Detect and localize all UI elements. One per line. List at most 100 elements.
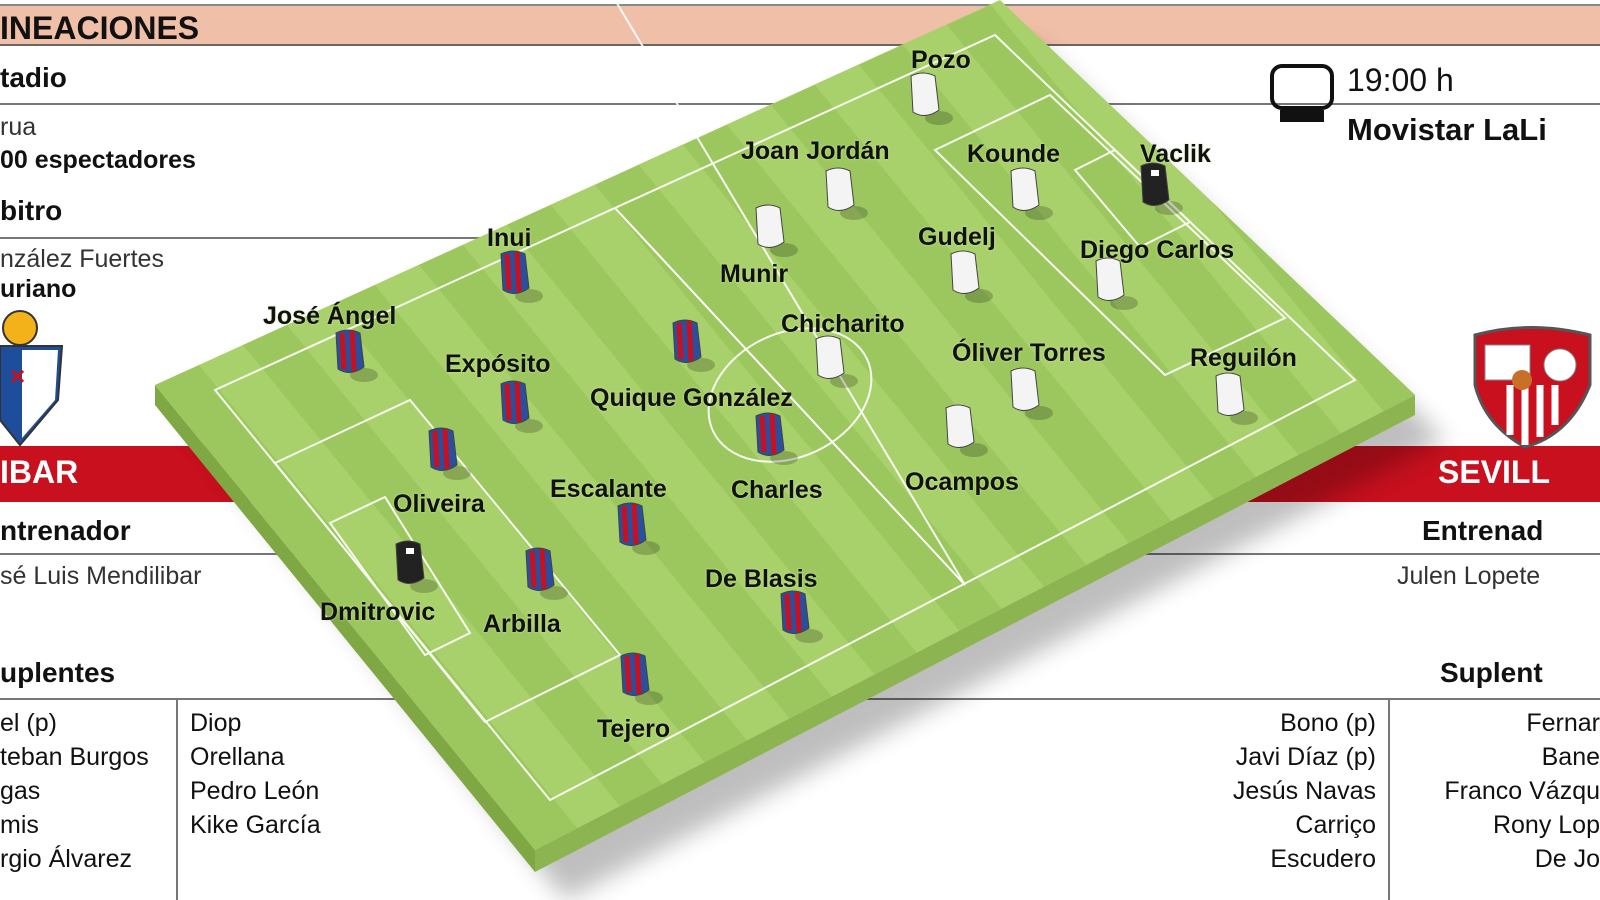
pitch-stripe — [331, 285, 755, 770]
referee-college: uriano — [0, 275, 77, 303]
player-name: Escalante — [550, 475, 667, 503]
player-name: Vaclik — [1140, 140, 1211, 168]
player-shirt-icon — [1135, 160, 1185, 221]
section-header: INEACIONES — [0, 4, 1600, 46]
eibar-crest: × — [0, 310, 64, 447]
sub-player: Javi Díaz (p) — [1235, 743, 1376, 771]
pitch-stripe — [947, 5, 1371, 490]
sub-player: Jesús Navas — [1232, 777, 1376, 805]
player-name: Expósito — [445, 350, 551, 378]
player-shirt-icon — [667, 317, 717, 378]
player-shirt-icon — [775, 588, 825, 649]
home-subs-col2: Diop Orellana Pedro León Kike García — [190, 706, 321, 842]
player-name: Oliveira — [393, 490, 485, 518]
player-name: Arbilla — [483, 610, 561, 638]
pitch-stripe — [507, 205, 931, 690]
sub-player: Franco Vázqu — [1444, 777, 1600, 805]
tv-icon — [1270, 64, 1334, 124]
player-name: Inui — [487, 224, 532, 252]
pitch-stripe — [155, 365, 579, 850]
player-shirt-icon — [810, 333, 860, 394]
away-subs-col2: Fernar Bane Franco Vázqu Rony Lop De Jo — [1444, 706, 1600, 876]
sevilla-crest — [1473, 326, 1592, 449]
away-coach-label: Entrenad — [1422, 515, 1544, 546]
sub-player: Carriço — [1295, 811, 1376, 839]
player-shirt-icon — [495, 378, 545, 439]
home-subs-col1: el (p) teban Burgos gas mis rgio Álvarez — [0, 706, 149, 876]
sub-player: Orellana — [190, 743, 285, 771]
player-name: Pozo — [911, 46, 971, 74]
player-name: De Blasis — [705, 565, 818, 593]
player-name: Quique González — [590, 384, 793, 412]
player-name: Munir — [720, 260, 789, 288]
pitch-stripe — [683, 125, 1107, 610]
player-name: Charles — [731, 476, 823, 504]
sub-player: Bono (p) — [1280, 709, 1376, 737]
player-shirt-icon — [390, 538, 440, 599]
pitch-stripe — [243, 325, 667, 810]
player-shirt-icon — [330, 327, 380, 388]
player-name: Reguilón — [1190, 344, 1297, 372]
away-team-name: SEVILL — [1438, 454, 1551, 490]
player-name: Gudelj — [918, 223, 996, 251]
sub-player: Diop — [190, 709, 242, 737]
referee-label: bitro — [0, 195, 63, 226]
sub-player: teban Burgos — [0, 743, 149, 771]
player-name: Diego Carlos — [1080, 236, 1235, 264]
header-title: INEACIONES — [0, 10, 200, 46]
player-shirt-icon — [615, 650, 665, 711]
sub-player: mis — [0, 811, 39, 839]
sub-player: Pedro León — [190, 777, 320, 805]
referee-name: nzález Fuertes — [0, 245, 164, 273]
player-name: José Ángel — [263, 302, 397, 330]
player-name: Dmitrovic — [320, 598, 436, 626]
player-name: Tejero — [597, 715, 671, 743]
stadium-label: tadio — [0, 62, 67, 93]
sub-player: De Jo — [1534, 845, 1600, 873]
sub-player: el (p) — [0, 709, 57, 737]
stadium-capacity: 00 espectadores — [0, 146, 196, 174]
match-time: 19:00 h — [1347, 62, 1454, 98]
player-shirt-icon — [1090, 255, 1140, 316]
away-subs-col1: Bono (p) Javi Díaz (p) Jesús Navas Carri… — [1233, 706, 1376, 876]
player-name: Kounde — [967, 140, 1061, 168]
player-shirt-icon — [750, 202, 800, 263]
player-shirt-icon — [945, 248, 995, 309]
player-shirt-icon — [1005, 165, 1055, 226]
player-name: Joan Jordán — [741, 137, 890, 165]
away-subs-label: Suplent — [1440, 657, 1543, 688]
player-shirt-icon — [495, 248, 545, 309]
sub-player: rgio Álvarez — [0, 845, 132, 873]
player-name: Chicharito — [781, 310, 905, 338]
sub-player: Escudero — [1270, 845, 1376, 873]
divider — [1388, 700, 1390, 900]
away-coach: Julen Lopete — [1397, 562, 1541, 590]
player-name: Ocampos — [905, 468, 1019, 496]
pitch-stripe — [419, 245, 843, 730]
player-shirt-icon — [612, 500, 662, 561]
sub-player: Bane — [1541, 743, 1600, 771]
player-shirt-icon — [1210, 370, 1260, 431]
player-shirt-icon — [1005, 365, 1055, 426]
player-shirt-icon — [750, 410, 800, 471]
stadium-name: rua — [0, 113, 37, 141]
player-shirt-icon — [940, 402, 990, 463]
svg-text:×: × — [10, 361, 25, 391]
home-coach: sé Luis Mendilibar — [0, 562, 202, 590]
player-shirt-icon — [820, 165, 870, 226]
sub-player: Fernar — [1526, 709, 1600, 737]
player-shirt-icon — [520, 545, 570, 606]
player-shirt-icon — [905, 70, 955, 131]
divider — [0, 237, 600, 239]
pitch-stripe — [859, 45, 1283, 530]
sub-player: Rony Lop — [1492, 811, 1600, 839]
player-shirt-icon — [423, 425, 473, 486]
divider — [176, 700, 178, 900]
home-coach-label: ntrenador — [0, 515, 131, 546]
player-name: Óliver Torres — [952, 339, 1106, 367]
home-subs-label: uplentes — [0, 657, 116, 688]
sub-player: gas — [0, 777, 41, 805]
home-team-name: IBAR — [0, 454, 79, 490]
sub-player: Kike García — [190, 811, 321, 839]
